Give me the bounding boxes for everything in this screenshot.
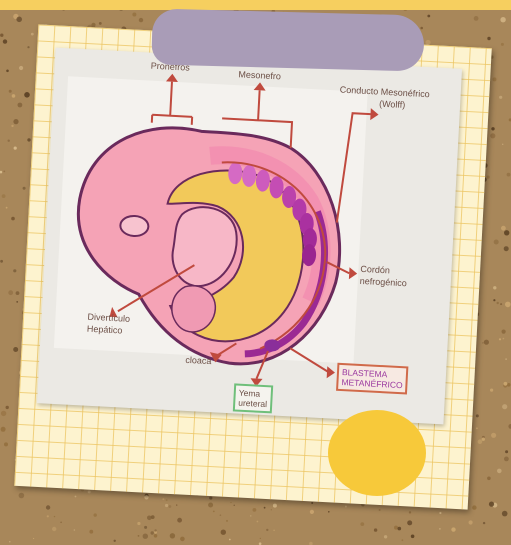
label-diverticulo-line1: Divertículo	[87, 312, 130, 325]
embryo-diagram-photo: Pronefros Mesonefro Conducto Mesonéfrico…	[37, 48, 462, 425]
label-yema-box: Yema ureteral	[233, 383, 273, 413]
eye-vesicle	[120, 215, 149, 236]
yellow-circle-decoration	[328, 410, 426, 496]
label-cordon-line1: Cordón	[360, 264, 390, 277]
yellow-top-border	[0, 0, 511, 10]
label-mesonefro: Mesonefro	[238, 69, 281, 82]
label-conducto-line2: (Wolff)	[379, 99, 406, 111]
label-cloaca: cloaca	[185, 355, 212, 367]
label-blastema-line2: METANÉFRICO	[341, 377, 403, 390]
label-yema-line2: ureteral	[238, 398, 267, 409]
label-blastema-box: BLASTEMA METANÉFRICO	[336, 363, 409, 395]
washi-tape	[151, 8, 424, 71]
label-diverticulo-line2: Hepático	[87, 324, 123, 337]
